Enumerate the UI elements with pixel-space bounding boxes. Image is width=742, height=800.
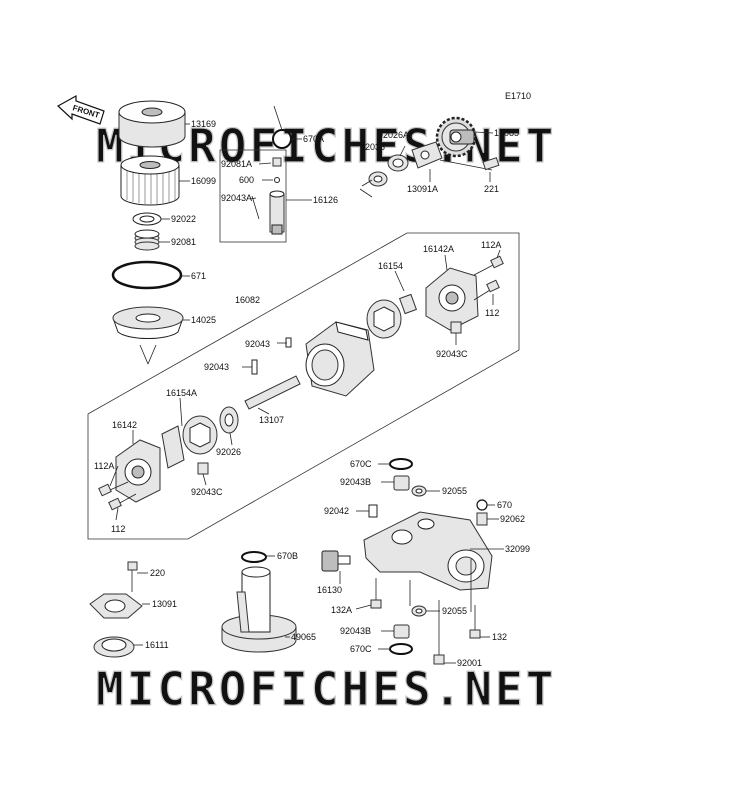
part-221-bolt	[439, 159, 493, 171]
label-92022: 92022	[171, 214, 196, 224]
label-600: 600	[239, 175, 254, 185]
label-13107: 13107	[259, 415, 284, 425]
label-670B: 670B	[277, 551, 298, 561]
label-16130: 16130	[317, 585, 342, 595]
label-49065: 49065	[291, 632, 316, 642]
front-arrow-icon: FRONT	[56, 94, 105, 125]
part-92001-bolt	[433, 600, 445, 665]
label-671: 671	[191, 271, 206, 281]
part-600-ball	[274, 177, 280, 183]
part-pump-body	[305, 321, 375, 397]
label-132: 132	[492, 632, 507, 642]
label-670C-low: 670C	[350, 644, 372, 654]
label-92036: 92036	[360, 142, 385, 152]
label-92043A: 92043A	[221, 193, 252, 203]
label-92043B-top: 92043B	[340, 477, 371, 487]
label-92042: 92042	[324, 506, 349, 516]
part-220-bolt	[127, 561, 138, 592]
label-92081: 92081	[171, 237, 196, 247]
label-16082: 16082	[235, 295, 260, 305]
watermark-bottom: MICROFICHES.NET	[96, 662, 556, 716]
part-13169-cap	[118, 100, 186, 148]
part-16111-cover	[93, 636, 135, 658]
part-670B-o-ring	[241, 551, 267, 563]
part-112A-bolt-top	[473, 255, 504, 276]
label-92026: 92026	[216, 447, 241, 457]
part-16099-oil-filter	[120, 155, 180, 206]
label-112-top: 112	[485, 308, 499, 318]
label-112-low: 112	[111, 524, 125, 534]
label-92055-top: 92055	[442, 486, 467, 496]
label-13169: 13169	[191, 119, 216, 129]
label-92043-b: 92043	[204, 362, 229, 372]
part-92043-pin-a	[285, 337, 292, 348]
part-92081A-spring	[272, 157, 282, 167]
figure-code: E1710	[505, 91, 531, 101]
part-92043A-pin	[251, 195, 260, 220]
part-670C-o-ring-top	[389, 458, 413, 470]
part-92043C-dowel-low	[197, 462, 209, 475]
part-16142-cover	[115, 439, 161, 503]
label-92081A: 92081A	[221, 159, 252, 169]
label-16085: 16085	[494, 128, 519, 138]
label-32099: 32099	[505, 544, 530, 554]
part-16130-sensor	[321, 550, 351, 572]
part-92043B-dowel-low	[393, 624, 410, 639]
label-112A-low: 112A	[94, 461, 114, 471]
part-132A-bolt	[370, 578, 382, 609]
label-16154A: 16154A	[166, 388, 197, 398]
label-16126: 16126	[313, 195, 338, 205]
label-132A: 132A	[331, 605, 352, 615]
label-16111: 16111	[145, 640, 169, 650]
label-13091A: 13091A	[407, 184, 438, 194]
part-14025-screen	[112, 306, 184, 339]
part-13107-shaft	[244, 375, 301, 410]
label-14025: 14025	[191, 315, 216, 325]
label-670C-top: 670C	[350, 459, 372, 469]
label-92055-low: 92055	[442, 606, 467, 616]
label-16142A: 16142A	[423, 244, 454, 254]
part-92081-spring	[134, 229, 160, 251]
part-670-o-ring	[476, 499, 488, 511]
label-92043B-low: 92043B	[340, 626, 371, 636]
label-92001: 92001	[457, 658, 482, 668]
part-92062-plug	[476, 512, 488, 526]
label-670A: 670A	[303, 134, 324, 144]
part-92042-plug	[368, 504, 378, 518]
part-92043C-dowel-top	[450, 321, 462, 334]
part-13091A-plate	[411, 141, 443, 169]
part-32099-check-valve-body	[363, 511, 493, 591]
label-112A-top: 112A	[481, 240, 501, 250]
part-16126-relief-valve	[269, 190, 285, 235]
part-13091-plate	[89, 593, 143, 619]
part-16154A-rotor	[161, 415, 218, 469]
part-49065-strainer	[221, 566, 297, 653]
part-112-bolt-top	[473, 279, 500, 301]
label-16154: 16154	[378, 261, 403, 271]
part-112A-bolt-low	[98, 481, 129, 497]
label-92043-a: 92043	[245, 339, 270, 349]
label-670: 670	[497, 500, 512, 510]
part-671-o-ring	[111, 260, 183, 290]
part-92043B-dowel-top	[393, 475, 410, 491]
part-16142A-cover	[425, 267, 479, 331]
part-16085-gear	[435, 116, 477, 158]
part-16154-rotor	[366, 293, 418, 339]
label-92043C-low: 92043C	[191, 487, 223, 497]
part-132-bolt	[469, 605, 481, 639]
label-92026A: 92026A	[378, 130, 409, 140]
label-221: 221	[484, 184, 499, 194]
label-13091: 13091	[152, 599, 177, 609]
label-92062: 92062	[500, 514, 525, 524]
part-92043-pin-b	[251, 359, 258, 375]
relief-valve-box	[219, 149, 287, 243]
part-670C-o-ring-low	[389, 643, 413, 655]
pump-assembly-box	[87, 232, 520, 540]
label-16142: 16142	[112, 420, 137, 430]
label-220: 220	[150, 568, 165, 578]
part-112-bolt-low	[108, 493, 137, 511]
label-16099: 16099	[191, 176, 216, 186]
label-92043C-top: 92043C	[436, 349, 468, 359]
